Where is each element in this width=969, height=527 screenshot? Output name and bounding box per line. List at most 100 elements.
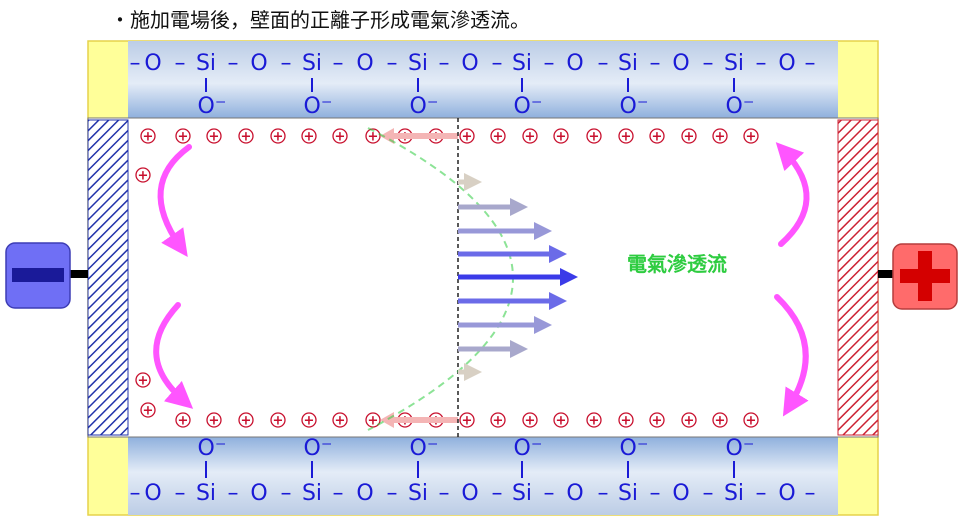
silicon-atom: Si [512,51,532,76]
bond-dash: – [333,481,344,506]
cation-sign: + [525,130,536,145]
bond-dash: – [439,51,450,76]
oxygen-atom: O [356,481,373,506]
cation: + [270,412,286,429]
cation-sign: + [178,414,189,429]
velocity-arrowhead [534,316,552,334]
cation: + [206,412,222,429]
cation-sign: + [715,130,726,145]
bond-dash: – [650,51,661,76]
cation: + [175,412,191,429]
cation-sign: + [621,414,632,429]
oxygen-atom: O [778,51,795,76]
bond-dash: – [703,481,714,506]
wire-left [70,270,88,278]
anion-oxygen: O⁻ [726,94,755,119]
cation-sign: + [209,414,220,429]
anion-oxygen: O⁻ [514,94,543,119]
cation-sign: + [493,414,504,429]
anion-oxygen: O⁻ [198,436,227,461]
cation: + [586,412,602,429]
silicon-atom: Si [302,51,322,76]
bond-dash: – [387,51,398,76]
cation: + [135,167,151,184]
anion-oxygen: O⁻ [304,436,333,461]
oxygen-atom: O [250,481,267,506]
cation: + [140,402,156,419]
cation: + [522,128,538,145]
silicon-atom: Si [196,481,216,506]
cation: + [206,128,222,145]
cation-sign: + [746,414,757,429]
velocity-arrowhead [464,363,482,381]
bond-dash: – [544,51,555,76]
cation: + [522,412,538,429]
bond-dash: – [598,481,609,506]
velocity-arrowhead [560,268,578,286]
oxygen-atom: O [672,481,689,506]
bond-dash: – [439,481,450,506]
cation: + [175,128,191,145]
circulation-arrows [153,142,810,417]
cation-sign: + [335,130,346,145]
bond-dash: – [281,481,292,506]
circulation-arrow-top-left [157,144,192,258]
circulation-arrow-bottom-right [774,294,809,417]
bond-dash: – [756,51,767,76]
cation-sign: + [684,414,695,429]
silicon-atom: Si [724,481,744,506]
cation-sign: + [273,414,284,429]
bond-dash: – [492,51,503,76]
velocity-arrowhead [534,222,552,240]
cation-sign: + [715,414,726,429]
silicon-atom: Si [302,481,322,506]
anion-oxygen: O⁻ [198,94,227,119]
cation-sign: + [556,414,567,429]
bond-dash: – [387,481,398,506]
cation-sign: + [241,414,252,429]
velocity-arrowhead [464,173,482,191]
negative-terminal [5,242,71,309]
cation: + [490,412,506,429]
flow-label: 電氣滲透流 [627,252,727,276]
cation: + [301,412,317,429]
silicon-atom: Si [512,481,532,506]
cation-sign: + [273,130,284,145]
circulation-arrow-top-right [775,142,810,247]
velocity-arrowhead [549,292,567,310]
cation: + [238,128,254,145]
anion-oxygen: O⁻ [726,436,755,461]
anion-oxygen: O⁻ [410,436,439,461]
cation-layer: ++++++++++++++++++++++++++++++++++++++++… [135,128,759,429]
cation-sign: + [304,414,315,429]
bond-dash: – [805,51,816,76]
anion-oxygen: O⁻ [620,94,649,119]
cation-sign: + [368,414,379,429]
bond-dash: – [544,481,555,506]
bond-dash: – [492,481,503,506]
cation: + [365,412,381,429]
bond-dash: – [175,481,186,506]
cation: + [332,128,348,145]
oxygen-atom: O [250,51,267,76]
cation-sign: + [556,130,567,145]
oxygen-atom: O [144,481,161,506]
bond-dash: – [175,51,186,76]
circulation-arrow-bottom-left [153,302,194,409]
cation-sign: + [589,130,600,145]
cation: + [140,128,156,145]
anion-oxygen: O⁻ [514,436,543,461]
silicon-atom: Si [196,51,216,76]
anion-oxygen: O⁻ [410,94,439,119]
cation: + [238,412,254,429]
cation: + [681,412,697,429]
silicon-atom: Si [408,481,428,506]
cation-sign: + [589,414,600,429]
oxygen-atom: O [144,51,161,76]
bond-dash: – [281,51,292,76]
cation: + [743,128,759,145]
cation-sign: + [143,130,154,145]
anode-plate [837,119,879,436]
silicon-atom: Si [724,51,744,76]
bond-dash: – [805,481,816,506]
